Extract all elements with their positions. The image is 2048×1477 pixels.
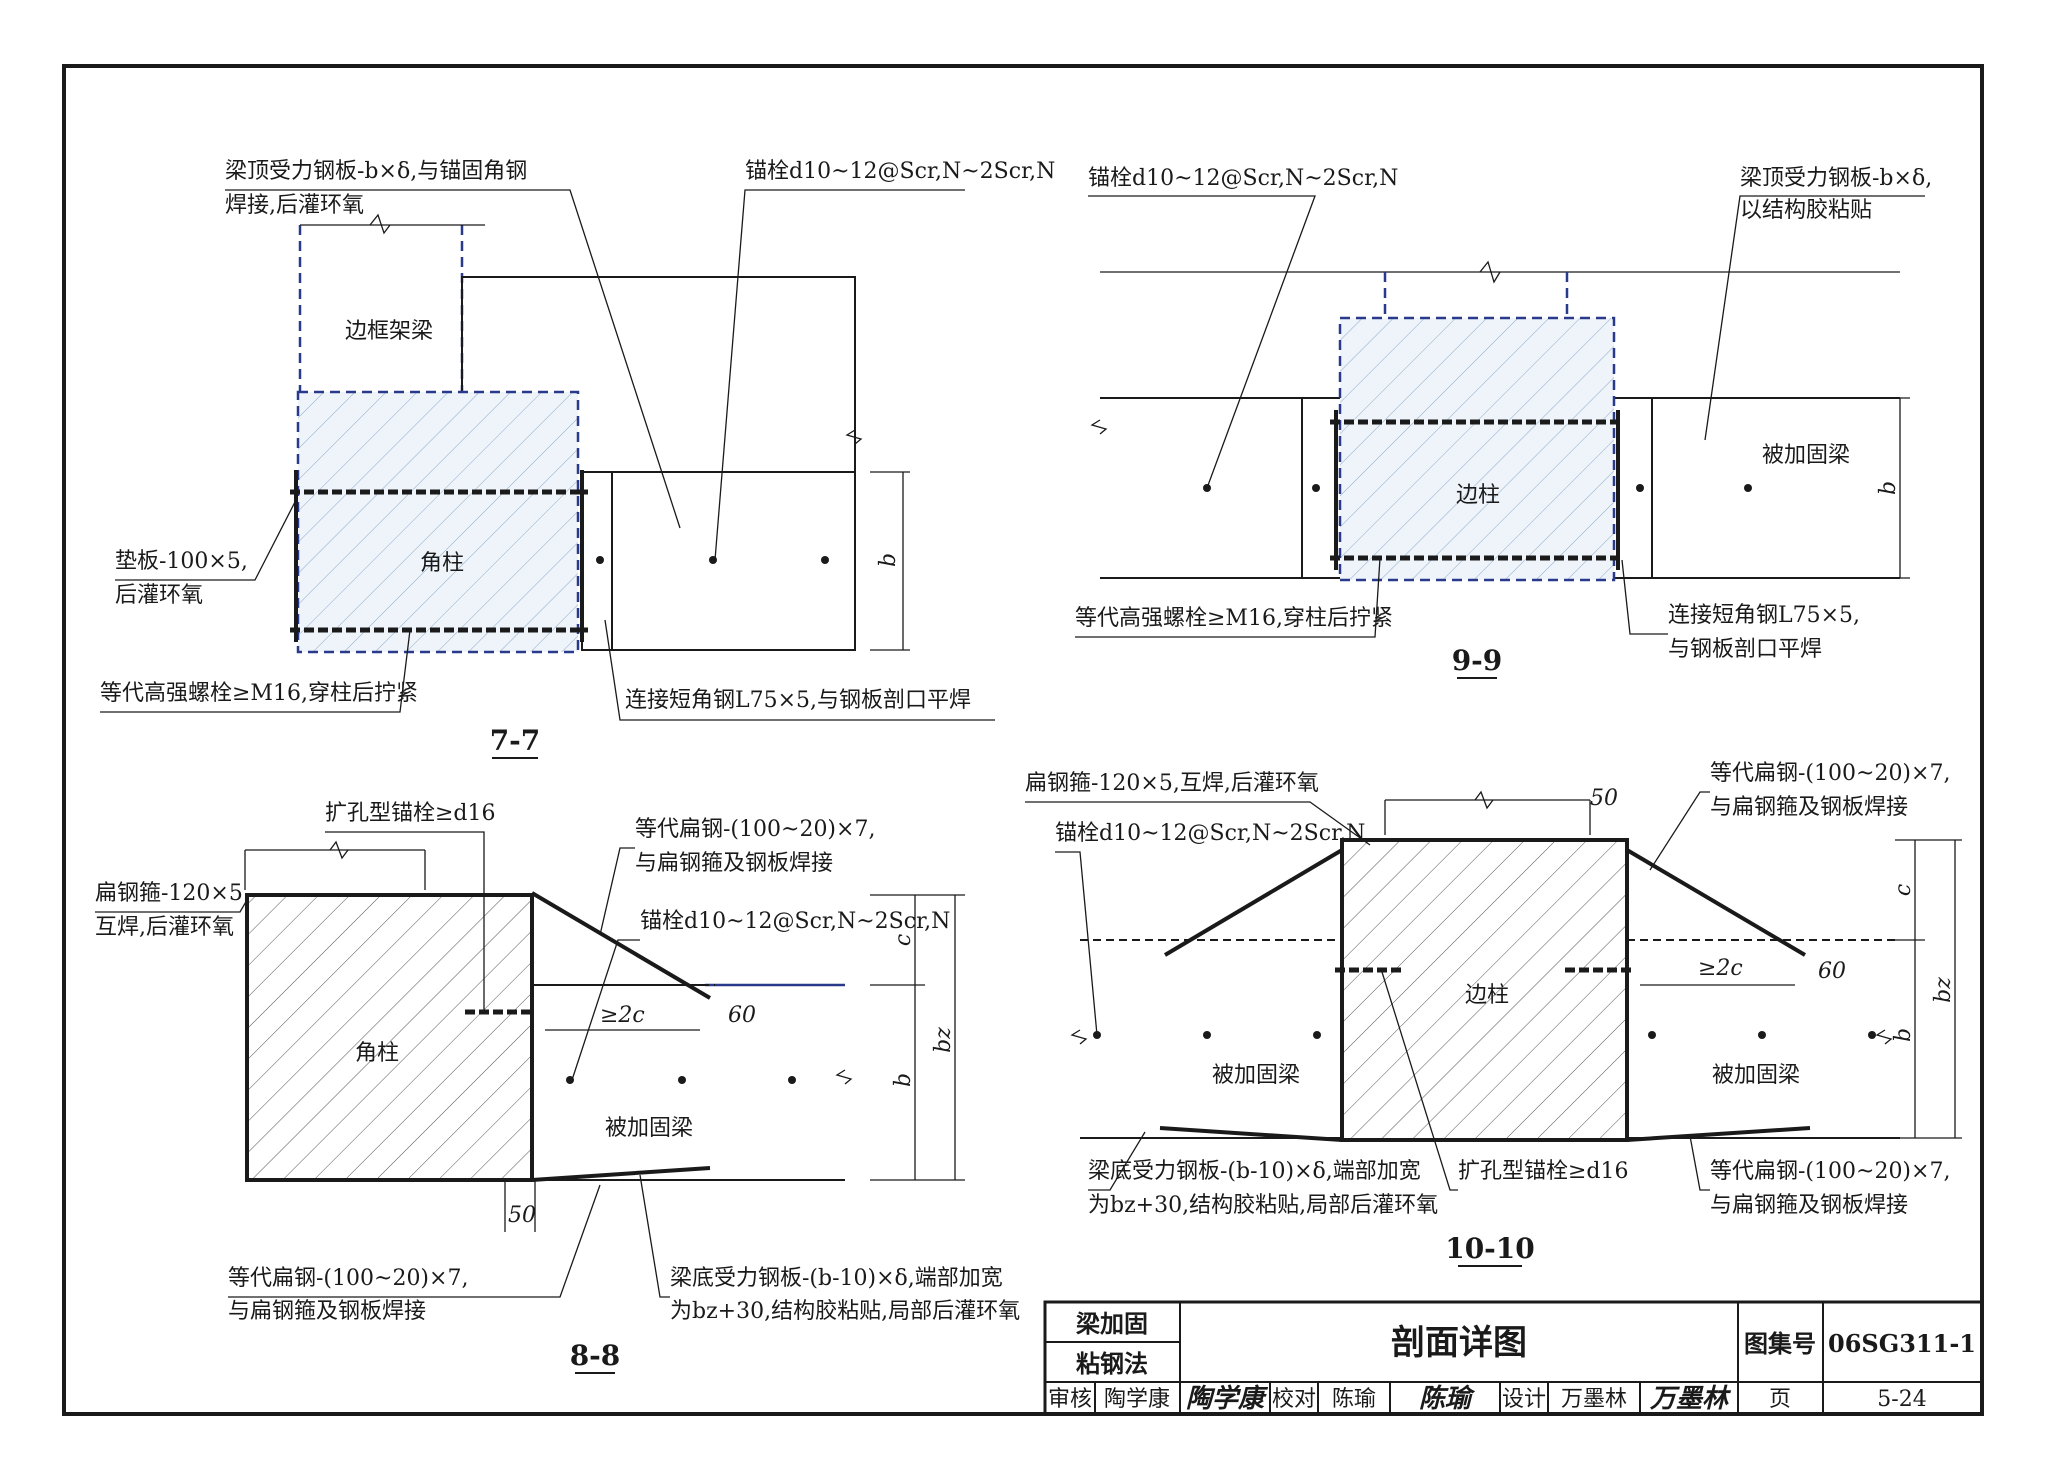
title-block: 梁加固 粘钢法 剖面详图 图集号 06SG311-1 审核 陶学康 陶学康 校对… <box>1043 1300 1984 1416</box>
dim-60-10-10: 60 <box>1818 959 1846 984</box>
dim-b-7-7: b <box>876 553 901 567</box>
tb-review-label: 审核 <box>1048 1387 1092 1412</box>
label-top-plate-7-7: 梁顶受力钢板-b×δ,与锚固角钢 <box>225 159 527 184</box>
label-hoop-8-8b: 互焊,后灌环氧 <box>95 915 234 940</box>
dim-c-8-8: c <box>891 934 916 946</box>
tb-review-sign: 陶学康 <box>1186 1384 1269 1414</box>
edge-column-10-10 <box>1340 838 1629 1142</box>
label-angle-7-7: 连接短角钢L75×5,与钢板剖口平焊 <box>625 688 971 713</box>
label-corner-column-7-7: 角柱 <box>420 551 464 576</box>
label-bottom-plate-8-8: 梁底受力钢板-(b-10)×δ,端部加宽 <box>670 1266 1003 1291</box>
label-flat-8-8b: 与扁钢箍及钢板焊接 <box>635 851 833 876</box>
dim-2c-10-10: ≥2c <box>1698 956 1743 981</box>
corner-column <box>296 390 580 654</box>
tb-check-sign: 陈瑜 <box>1419 1384 1476 1414</box>
label-beam-right-10-10: 被加固梁 <box>1712 1063 1800 1088</box>
tb-page-no: 5-24 <box>1877 1387 1926 1412</box>
tb-atlas-no: 06SG311-1 <box>1828 1329 1976 1358</box>
section-title-10-10: 10-10 <box>1445 1232 1535 1265</box>
tb-drawing-title: 剖面详图 <box>1391 1323 1527 1363</box>
section-7-7: b 梁顶受力钢板-b×δ,与锚固角钢 焊接,后灌环氧 锚栓d10~12@Scr,… <box>100 159 1055 759</box>
tb-review-name: 陶学康 <box>1104 1387 1170 1412</box>
label-beam-left-10-10: 被加固梁 <box>1212 1063 1300 1088</box>
dim-2c-8-8: ≥2c <box>600 1003 645 1028</box>
label-anchor-7-7: 锚栓d10~12@Scr,N~2Scr,N <box>745 159 1055 184</box>
label-angle-9-9: 连接短角钢L75×5, <box>1668 603 1860 628</box>
section-title-8-8: 8-8 <box>570 1339 621 1372</box>
dim-bz-8-8: bz <box>931 1027 956 1053</box>
label-flat-10-10: 等代扁钢-(100~20)×7, <box>1710 761 1950 786</box>
label-bottom-flat-10-10: 等代扁钢-(100~20)×7, <box>1710 1159 1950 1184</box>
label-hoop-8-8: 扁钢箍-120×5 <box>95 881 243 906</box>
tb-check-name: 陈瑜 <box>1332 1387 1376 1412</box>
label-bottom-plate-10-10: 梁底受力钢板-(b-10)×δ,端部加宽 <box>1088 1159 1421 1184</box>
label-bolt-7-7: 等代高强螺栓≥M16,穿柱后拧紧 <box>100 681 418 706</box>
dim-b-10-10: b <box>1891 1028 1916 1042</box>
label-beam-9-9: 被加固梁 <box>1762 443 1850 468</box>
label-bottom-flat-10-10b: 与扁钢箍及钢板焊接 <box>1710 1193 1908 1218</box>
label-bottom-plate-8-8b: 为bz+30,结构胶粘贴,局部后灌环氧 <box>670 1299 1020 1324</box>
label-beam-8-8: 被加固梁 <box>605 1116 693 1141</box>
label-bottom-flat-8-8b: 与扁钢箍及钢板焊接 <box>228 1299 426 1324</box>
tb-check-label: 校对 <box>1272 1387 1316 1412</box>
label-anchor-10-10: 锚栓d10~12@Scr,N~2Scr,N <box>1055 821 1365 846</box>
dim-b-8-8: b <box>891 1073 916 1087</box>
label-edge-column-10-10: 边柱 <box>1465 983 1509 1008</box>
label-top-plate-9-9b: 以结构胶粘贴 <box>1740 198 1872 223</box>
label-pad-plate: 垫板-100×5, <box>115 549 248 574</box>
tb-page-label: 页 <box>1769 1387 1791 1412</box>
dim-50-10-10: 50 <box>1590 786 1618 811</box>
label-flat-8-8: 等代扁钢-(100~20)×7, <box>635 817 875 842</box>
label-anchor-9-9: 锚栓d10~12@Scr,N~2Scr,N <box>1088 166 1398 191</box>
label-edge-column-9-9: 边柱 <box>1456 483 1500 508</box>
dim-bz-10-10: bz <box>1931 977 1956 1003</box>
label-exp-anchor-8-8: 扩孔型锚栓≥d16 <box>325 801 496 826</box>
label-bottom-plate-10-10b: 为bz+30,结构胶粘贴,局部后灌环氧 <box>1088 1193 1438 1218</box>
section-title-7-7: 7-7 <box>490 724 541 757</box>
tb-design-label: 设计 <box>1502 1387 1546 1412</box>
sheet-border <box>62 64 1984 1416</box>
dim-60-8-8: 60 <box>728 1003 756 1028</box>
corner-column-8-8 <box>245 893 534 1182</box>
label-hoop-10-10: 扁钢箍-120×5,互焊,后灌环氧 <box>1025 771 1319 796</box>
label-bottom-flat-8-8: 等代扁钢-(100~20)×7, <box>228 1266 468 1291</box>
section-9-9: b 锚栓d10~12@Scr,N~2Scr,N 梁顶受力钢板-b×δ, 以结构胶… <box>1075 166 1932 679</box>
label-top-plate-9-9: 梁顶受力钢板-b×δ, <box>1740 166 1932 191</box>
tb-design-sign: 万墨林 <box>1649 1384 1732 1414</box>
label-corner-column-8-8: 角柱 <box>355 1041 399 1066</box>
dim-50-8-8: 50 <box>508 1203 536 1228</box>
tb-category-2: 粘钢法 <box>1076 1349 1148 1378</box>
edge-column <box>1338 316 1616 582</box>
tb-category-1: 梁加固 <box>1075 1309 1148 1338</box>
section-10-10: c b bz ≥2c 60 50 扁钢箍-120×5,互焊,后灌环氧 锚栓d10… <box>1025 761 1962 1267</box>
label-top-plate-7-7b: 焊接,后灌环氧 <box>225 193 364 218</box>
label-frame-beam: 边框架梁 <box>345 319 433 344</box>
label-exp-anchor-10-10: 扩孔型锚栓≥d16 <box>1458 1159 1629 1184</box>
dim-c-10-10: c <box>1891 884 1916 896</box>
section-title-9-9: 9-9 <box>1452 644 1503 677</box>
label-anchor-8-8: 锚栓d10~12@Scr,N~2Scr,N <box>640 909 950 934</box>
label-pad-plate-b: 后灌环氧 <box>115 583 203 608</box>
dim-b-9-9: b <box>1876 481 1901 495</box>
tb-design-name: 万墨林 <box>1561 1387 1627 1412</box>
section-8-8: c b bz ≥2c 60 50 扩孔型锚栓≥d16 扁钢箍-120×5 互焊,… <box>95 801 1020 1374</box>
label-bolt-9-9: 等代高强螺栓≥M16,穿柱后拧紧 <box>1075 606 1393 631</box>
label-flat-10-10b: 与扁钢箍及钢板焊接 <box>1710 795 1908 820</box>
tb-atlas-label: 图集号 <box>1744 1329 1816 1358</box>
label-angle-9-9b: 与钢板剖口平焊 <box>1668 637 1822 662</box>
